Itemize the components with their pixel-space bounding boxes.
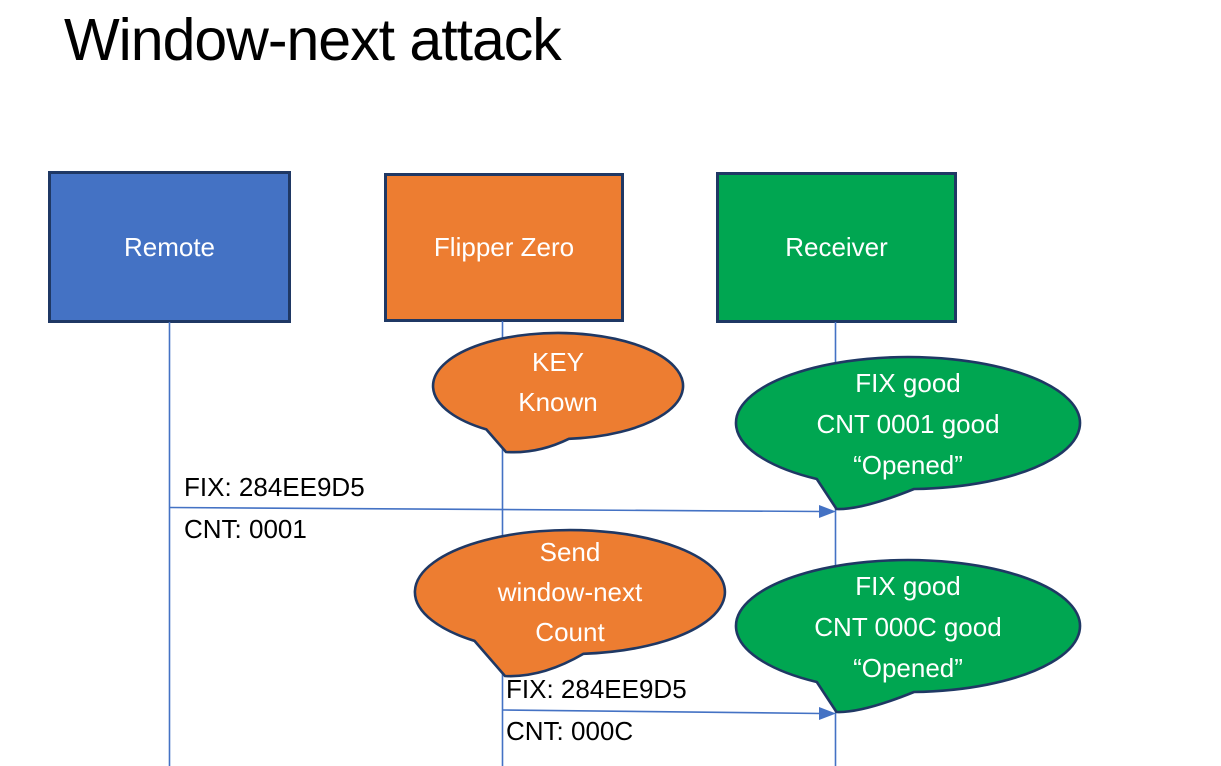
slide-title: Window-next attack (64, 7, 562, 73)
actor-box-receiver: Receiver (716, 172, 957, 323)
message-2-label-cnt: CNT: 000C (506, 716, 634, 746)
actor-label-flipper-zero: Flipper Zero (433, 232, 575, 262)
callout-opened-first (734, 355, 1082, 511)
callout-send-window-next (413, 528, 727, 678)
message-1-label-cnt: CNT: 0001 (184, 514, 307, 544)
message-1-line (169, 506, 822, 513)
callout-opened-second (734, 558, 1082, 714)
callout-key-known (431, 331, 685, 454)
message-1-label-fix: FIX: 284EE9D5 (184, 472, 365, 502)
actor-box-remote: Remote (48, 171, 291, 323)
message-2-label-fix: FIX: 284EE9D5 (506, 674, 687, 704)
actor-label-receiver: Receiver (785, 232, 888, 262)
actor-label-remote: Remote (123, 231, 216, 262)
message-1-arrowhead-icon (819, 505, 836, 518)
actor-box-flipper-zero: Flipper Zero (384, 173, 624, 322)
message-2-line (502, 709, 822, 715)
message-2-arrowhead-icon (819, 707, 836, 720)
